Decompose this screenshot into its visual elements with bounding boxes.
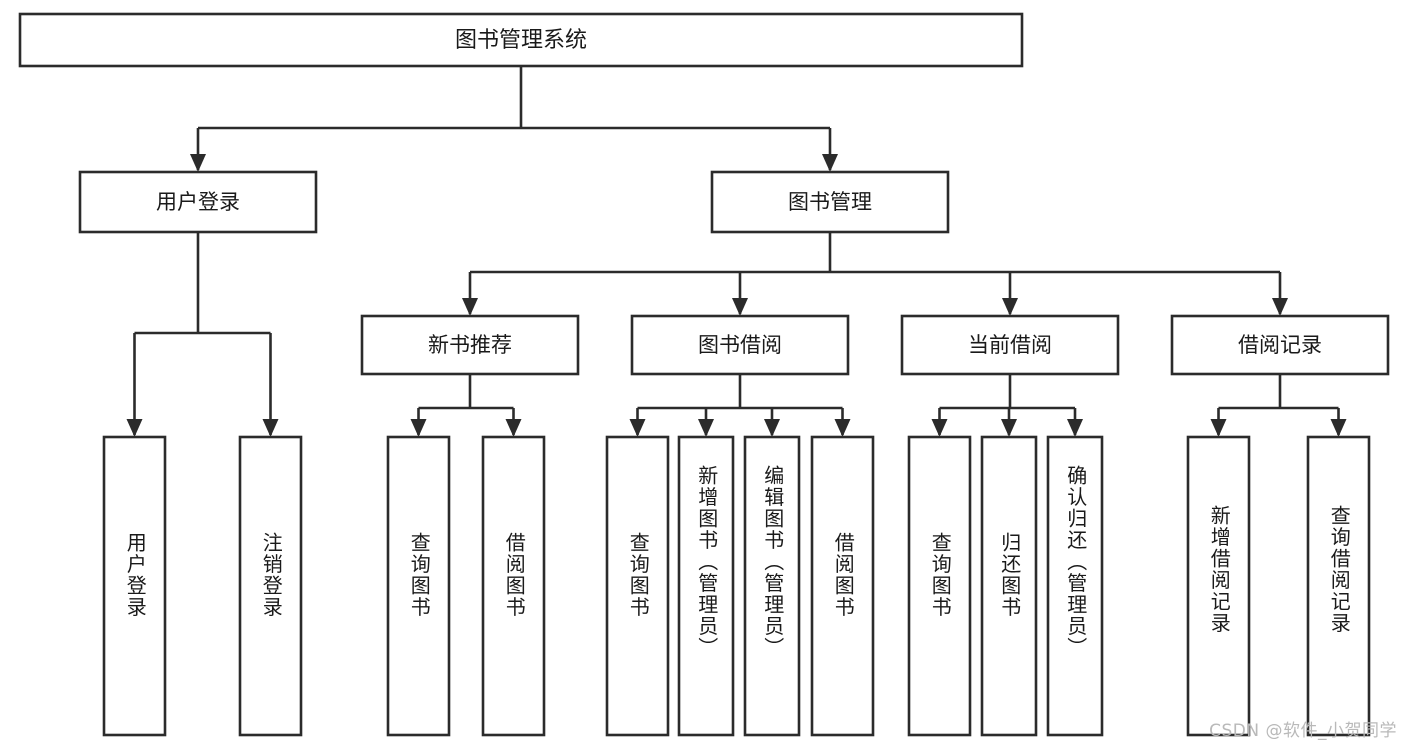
arrow-to-book-borrow [732, 298, 748, 316]
node-box-leaf-query-book-c[interactable] [907, 435, 972, 737]
node-box-leaf-logout[interactable] [238, 435, 303, 737]
node-label-user-login: 用户登录 [156, 190, 240, 214]
node-box-borrow-record[interactable] [1170, 314, 1390, 376]
arrow-to-leaf-query-book-b [629, 419, 646, 437]
node-label-current-borrow: 当前借阅 [968, 333, 1052, 357]
node-label-root: 图书管理系统 [455, 28, 587, 53]
csdn-watermark: CSDN @软件_小贺同学 [1209, 721, 1397, 741]
arrow-to-leaf-logout [262, 419, 279, 437]
arrow-to-leaf-return-book [1001, 419, 1017, 437]
node-box-layer [18, 12, 1390, 737]
node-box-leaf-return-book[interactable] [980, 435, 1038, 737]
node-box-user-login[interactable] [78, 170, 318, 234]
arrow-root-to-user-login [190, 154, 206, 172]
arrow-to-leaf-user-login [126, 419, 143, 437]
arrow-to-new-book-recommend [462, 298, 478, 316]
node-label-book-borrow: 图书借阅 [698, 333, 782, 357]
arrow-to-leaf-borrow-book-a [505, 419, 522, 437]
node-box-book-borrow[interactable] [630, 314, 850, 376]
arrow-to-current-borrow [1002, 298, 1018, 316]
node-box-root[interactable] [18, 12, 1024, 68]
node-box-leaf-edit-book[interactable] [743, 435, 801, 737]
arrow-to-leaf-query-book-a [410, 419, 427, 437]
node-box-current-borrow[interactable] [900, 314, 1120, 376]
arrow-root-to-book-manage [822, 154, 838, 172]
node-box-leaf-add-book[interactable] [677, 435, 735, 737]
node-box-leaf-query-book-a[interactable] [386, 435, 451, 737]
node-label-book-manage: 图书管理 [788, 190, 872, 214]
node-box-leaf-query-record[interactable] [1306, 435, 1371, 737]
arrow-to-leaf-borrow-book-b [834, 419, 851, 437]
node-box-new-book-recommend[interactable] [360, 314, 580, 376]
arrow-to-leaf-edit-book [764, 419, 780, 437]
node-box-leaf-add-record[interactable] [1186, 435, 1251, 737]
node-box-leaf-borrow-book-a[interactable] [481, 435, 546, 737]
node-label-borrow-record: 借阅记录 [1238, 333, 1322, 357]
node-box-leaf-user-login[interactable] [102, 435, 167, 737]
arrow-to-leaf-confirm-return [1067, 419, 1083, 437]
node-box-book-manage[interactable] [710, 170, 950, 234]
node-box-leaf-borrow-book-b[interactable] [810, 435, 875, 737]
node-box-leaf-confirm-return[interactable] [1046, 435, 1104, 737]
node-label-new-book-recommend: 新书推荐 [428, 333, 512, 357]
arrow-to-leaf-add-record [1210, 419, 1227, 437]
connector-layer [126, 66, 1347, 437]
node-box-leaf-query-book-b[interactable] [605, 435, 670, 737]
arrow-to-borrow-record [1272, 298, 1288, 316]
arrow-to-leaf-add-book [698, 419, 714, 437]
arrow-to-leaf-query-record [1330, 419, 1347, 437]
arrow-to-leaf-query-book-c [931, 419, 948, 437]
